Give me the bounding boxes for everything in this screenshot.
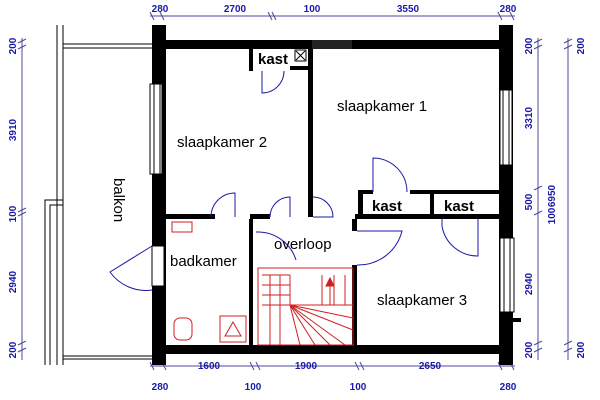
walls [152,25,521,365]
dimensions-left: 200 3910 100 2940 200 [8,37,19,358]
room-label-slaapkamer-2: slaapkamer 2 [177,134,267,151]
dim-top-1: 2700 [224,4,247,15]
room-label-kast-right-2: kast [444,198,474,215]
dim-right-0: 200 [524,37,535,54]
dim-right-total: 6950 [547,184,558,207]
dim-right-4: 2940 [524,272,535,295]
room-label-kast-right-1: kast [372,198,402,215]
dim-right-5: 200 [524,341,535,358]
dim-right-outer-1: 200 [576,341,587,358]
room-label-kast-top: kast [258,51,288,68]
dim-bottom-100a: 100 [245,382,262,393]
dim-bottom-280b: 280 [500,382,517,393]
dimension-lines [17,11,573,371]
dim-left-0: 200 [8,37,19,54]
room-label-balkon: balkon [110,178,127,222]
doors [109,70,479,291]
dim-right-3: 100 [547,207,558,224]
staircase [257,267,354,346]
dim-left-2: 100 [8,205,19,222]
dim-left-3: 2940 [8,270,19,293]
dim-top-0: 280 [152,4,169,15]
windows [149,40,515,313]
dim-bottom-1600: 1600 [198,361,221,372]
dim-bottom-2650: 2650 [419,361,442,372]
dim-left-1: 3910 [8,118,19,141]
dim-right-1: 3310 [524,106,535,129]
dim-top-4: 280 [500,4,517,15]
cross-icon [294,49,307,62]
dimensions-top: 280 2700 100 3550 280 [152,4,517,15]
bathroom-fixtures [171,221,247,343]
dim-left-4: 200 [8,341,19,358]
room-label-slaapkamer-1: slaapkamer 1 [337,98,427,115]
dim-right-outer-0: 200 [576,37,587,54]
dimensions-right: 200 3310 500 100 2940 200 6950 200 200 [524,37,587,358]
dimensions-bottom: 1600 1900 2650 280 100 100 280 [152,361,517,393]
balcony [44,25,152,365]
dim-right-2: 500 [524,193,535,210]
room-label-slaapkamer-3: slaapkamer 3 [377,292,467,309]
room-label-overloop: overloop [274,236,332,253]
dim-bottom-280a: 280 [152,382,169,393]
dim-top-2: 100 [304,4,321,15]
dim-bottom-100b: 100 [350,382,367,393]
dim-bottom-1900: 1900 [295,361,318,372]
dim-top-3: 3550 [397,4,420,15]
room-label-badkamer: badkamer [170,253,237,270]
